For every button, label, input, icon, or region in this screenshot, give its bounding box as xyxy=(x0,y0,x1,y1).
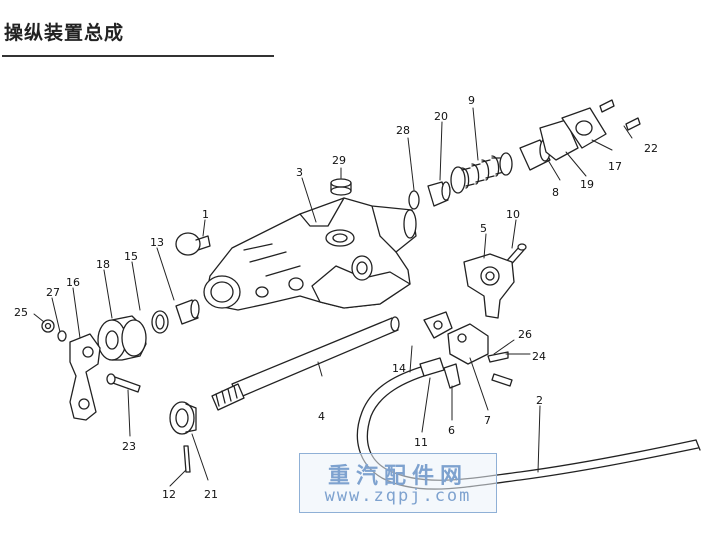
part-21-collar xyxy=(169,401,197,435)
watermark: 重汽配件网 www.zqpj.com xyxy=(299,453,497,513)
part-27-washer xyxy=(57,330,67,342)
callout-26: 26 xyxy=(518,328,532,341)
part-11-fitting xyxy=(419,357,445,377)
part-6-elbow xyxy=(443,363,461,389)
callout-labels: 1 2 3 4 5 6 7 8 9 10 11 12 13 14 15 16 1… xyxy=(14,94,658,501)
callout-21: 21 xyxy=(204,488,218,501)
callout-28: 28 xyxy=(396,124,410,137)
part-22-bolts xyxy=(599,99,641,131)
callout-22: 22 xyxy=(644,142,658,155)
part-18-boot xyxy=(97,315,147,361)
part-14-plate xyxy=(423,311,453,339)
part-3-housing xyxy=(203,197,417,311)
callout-24: 24 xyxy=(532,350,546,363)
part-12-pin xyxy=(183,445,191,473)
part-7-valve-block xyxy=(447,323,489,365)
part-5-shift-bracket xyxy=(463,253,515,319)
watermark-url: www.zqpj.com xyxy=(324,486,472,506)
callout-10: 10 xyxy=(506,208,520,221)
callout-4: 4 xyxy=(318,410,325,423)
callout-15: 15 xyxy=(124,250,138,263)
part-29-bushing xyxy=(330,178,352,196)
callout-19: 19 xyxy=(580,178,594,191)
callout-2: 2 xyxy=(536,394,543,407)
part-13-bush xyxy=(175,299,200,325)
callout-13: 13 xyxy=(150,236,164,249)
callout-12: 12 xyxy=(162,488,176,501)
callout-25: 25 xyxy=(14,306,28,319)
callout-17: 17 xyxy=(608,160,622,173)
callout-9: 9 xyxy=(468,94,475,107)
part-25-nut xyxy=(41,319,55,333)
title-underline xyxy=(2,55,274,57)
part-24-screw xyxy=(491,373,513,387)
callout-3: 3 xyxy=(296,166,303,179)
callout-1: 1 xyxy=(202,208,209,221)
part-26-screw xyxy=(487,351,509,363)
callout-23: 23 xyxy=(122,440,136,453)
part-9-spring xyxy=(450,152,513,194)
callout-7: 7 xyxy=(484,414,491,427)
part-28-o-ring xyxy=(408,190,420,210)
part-23-bolt xyxy=(106,373,141,393)
callout-8: 8 xyxy=(552,186,559,199)
part-15-seal-ring xyxy=(151,310,169,334)
callout-29: 29 xyxy=(332,154,346,167)
callout-27: 27 xyxy=(46,286,60,299)
leader-lines xyxy=(33,107,633,487)
callout-14: 14 xyxy=(392,362,406,375)
part-1-plug xyxy=(175,232,211,256)
callout-5: 5 xyxy=(480,222,487,235)
part-16-lever xyxy=(69,333,101,421)
page-title: 操纵装置总成 xyxy=(4,22,125,44)
part-19-gasket xyxy=(539,119,579,161)
part-20-bush xyxy=(427,181,451,207)
part-17-cover xyxy=(561,107,607,149)
callout-16: 16 xyxy=(66,276,80,289)
callout-6: 6 xyxy=(448,424,455,437)
callout-11: 11 xyxy=(414,436,428,449)
watermark-name: 重汽配件网 xyxy=(327,464,468,489)
callout-18: 18 xyxy=(96,258,110,271)
callout-20: 20 xyxy=(434,110,448,123)
part-4-shift-shaft xyxy=(211,316,400,411)
